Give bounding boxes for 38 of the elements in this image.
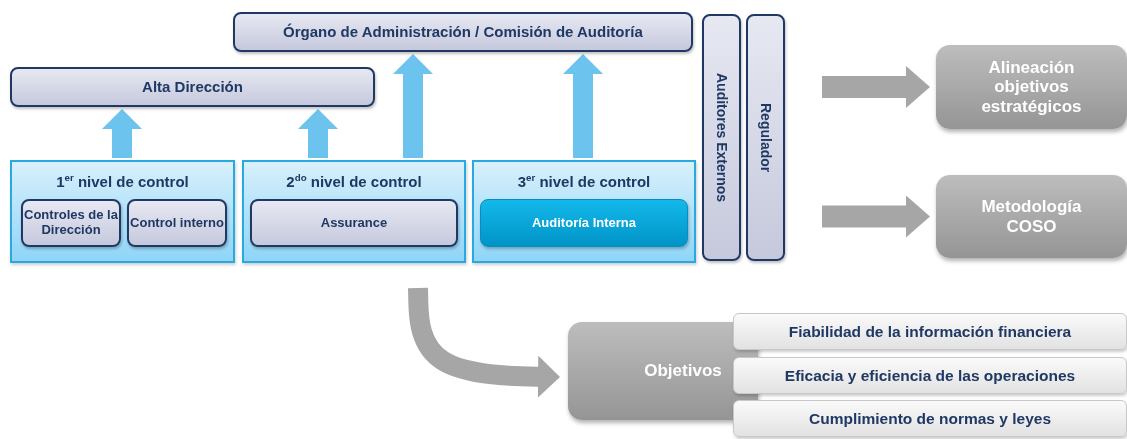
process-box (21, 199, 121, 247)
level-heading: 3$^{er}$ nivel de control (517, 172, 651, 191)
box-label: Control interno (130, 215, 224, 231)
box-label: Auditoría Interna (532, 215, 636, 231)
process-box (127, 199, 227, 247)
objective-box (733, 313, 1127, 350)
management-box (10, 67, 375, 107)
objective-box (733, 400, 1127, 437)
block-arrow (819, 66, 931, 108)
box-label: Alineación objetivos estratégicos (980, 57, 1083, 117)
objective-box (733, 357, 1127, 394)
level-heading: 2$^{do}$ nivel de control (286, 172, 422, 191)
result-box (936, 45, 1127, 129)
box-label: Controles de la Dirección (23, 208, 119, 238)
block-arrow (819, 195, 931, 238)
box-label: Alta Dirección (142, 78, 243, 96)
box-label: Cumplimiento de normas y leyes (808, 409, 1051, 428)
box-label: Fiabilidad de la información financiera (788, 322, 1072, 341)
box-label: Órgano de Administración / Comisión de Auditoría (283, 23, 643, 41)
process-box (250, 199, 458, 247)
box-label: Eficacia y eficiencia de las operaciones (784, 366, 1076, 385)
box-label: Auditores Externos (713, 72, 730, 203)
result-box (936, 175, 1127, 258)
vertical-box (702, 14, 741, 261)
box-label: Assurance (320, 215, 388, 231)
box-label: Regulador (757, 102, 774, 173)
up-arrow (563, 52, 603, 160)
level-panel (472, 160, 696, 263)
board-box (233, 12, 693, 52)
up-arrow (393, 52, 433, 160)
level-heading: 1$^{er}$ nivel de control (56, 172, 189, 191)
vertical-box (746, 14, 785, 261)
level-panel (242, 160, 466, 263)
block-arrow (408, 287, 561, 398)
box-label: Objetivos (644, 361, 722, 381)
box-label: Metodología COSO (980, 196, 1083, 237)
level-panel (10, 160, 235, 263)
audit-box (480, 199, 688, 247)
